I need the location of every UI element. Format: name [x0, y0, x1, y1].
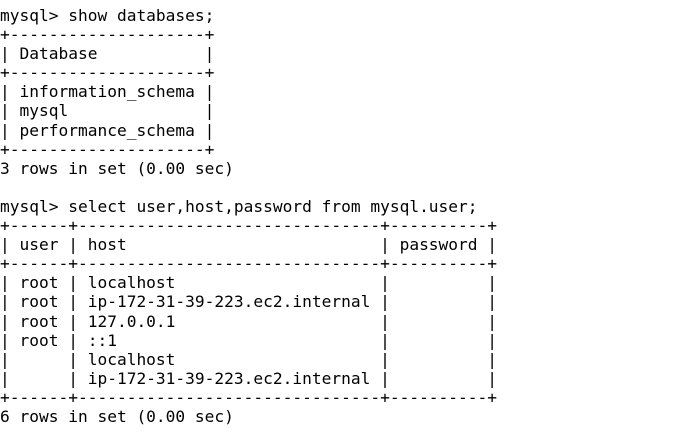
table-border: +------+-------------------------------+…: [0, 216, 498, 236]
table-header: | user | host | password |: [0, 235, 498, 255]
table-row: | root | localhost | |: [0, 273, 498, 293]
result-summary: 3 rows in set (0.00 sec): [0, 158, 234, 178]
table-border: +------+-------------------------------+…: [0, 387, 498, 407]
blank-line: [0, 178, 682, 197]
table-row: | mysql |: [0, 101, 215, 121]
command-line: mysql> select user,host,password from my…: [0, 196, 478, 216]
table-row: | root | 127.0.0.1 | |: [0, 311, 498, 331]
table-border: +--------------------+: [0, 25, 215, 45]
table-row: | information_schema |: [0, 82, 215, 102]
table-row: | performance_schema |: [0, 120, 215, 140]
table-border: +------+-------------------------------+…: [0, 254, 498, 274]
table-header: | Database |: [0, 44, 215, 64]
result-summary: 6 rows in set (0.00 sec): [0, 406, 234, 426]
terminal-output: mysql> show databases; +----------------…: [0, 6, 682, 442]
command-line: mysql> show databases;: [0, 6, 215, 25]
table-row: | root | ip-172-31-39-223.ec2.internal |…: [0, 292, 498, 312]
table-row: | | localhost | |: [0, 349, 498, 369]
table-row: | | ip-172-31-39-223.ec2.internal | |: [0, 368, 498, 388]
table-row: | root | ::1 | |: [0, 330, 498, 350]
table-border: +--------------------+: [0, 63, 215, 83]
table-border: +--------------------+: [0, 139, 215, 159]
